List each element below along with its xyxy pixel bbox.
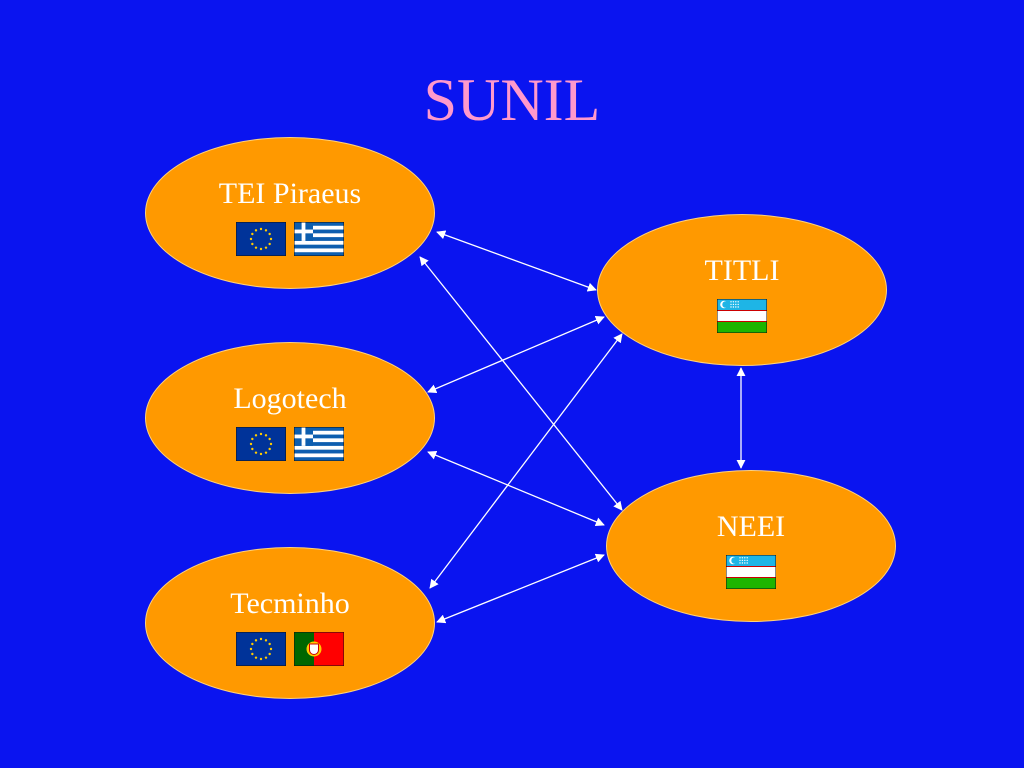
node-neei: NEEI <box>606 470 896 622</box>
connector-logotech-titli <box>427 316 605 393</box>
node-label: TEI Piraeus <box>218 177 362 210</box>
connector-tei-piraeus-titli <box>436 230 597 292</box>
node-label: TITLI <box>704 254 780 287</box>
page-title: SUNIL <box>423 67 601 133</box>
flag-row <box>598 299 886 333</box>
node-label: NEEI <box>716 510 786 543</box>
flag-row <box>146 222 434 256</box>
eu-flag-icon <box>236 222 286 256</box>
connector-tei-piraeus-neei <box>419 256 623 511</box>
uzbekistan-flag-icon <box>717 299 767 333</box>
greece-flag-icon <box>294 222 344 256</box>
portugal-flag-icon <box>294 632 344 666</box>
flag-row <box>146 632 434 666</box>
node-label: Logotech <box>233 382 347 415</box>
uzbekistan-flag-icon <box>726 555 776 589</box>
eu-flag-icon <box>236 427 286 461</box>
node-label: Tecminho <box>230 587 350 620</box>
node-tecminho: Tecminho <box>145 547 435 699</box>
greece-flag-icon <box>294 427 344 461</box>
eu-flag-icon <box>236 632 286 666</box>
node-tei-piraeus: TEI Piraeus <box>145 137 435 289</box>
connector-tecminho-neei <box>436 553 605 624</box>
node-logotech: Logotech <box>145 342 435 494</box>
flag-row <box>607 555 895 589</box>
connector-logotech-neei <box>427 450 605 527</box>
connector-tecminho-titli <box>429 333 623 589</box>
flag-row <box>146 427 434 461</box>
node-titli: TITLI <box>597 214 887 366</box>
